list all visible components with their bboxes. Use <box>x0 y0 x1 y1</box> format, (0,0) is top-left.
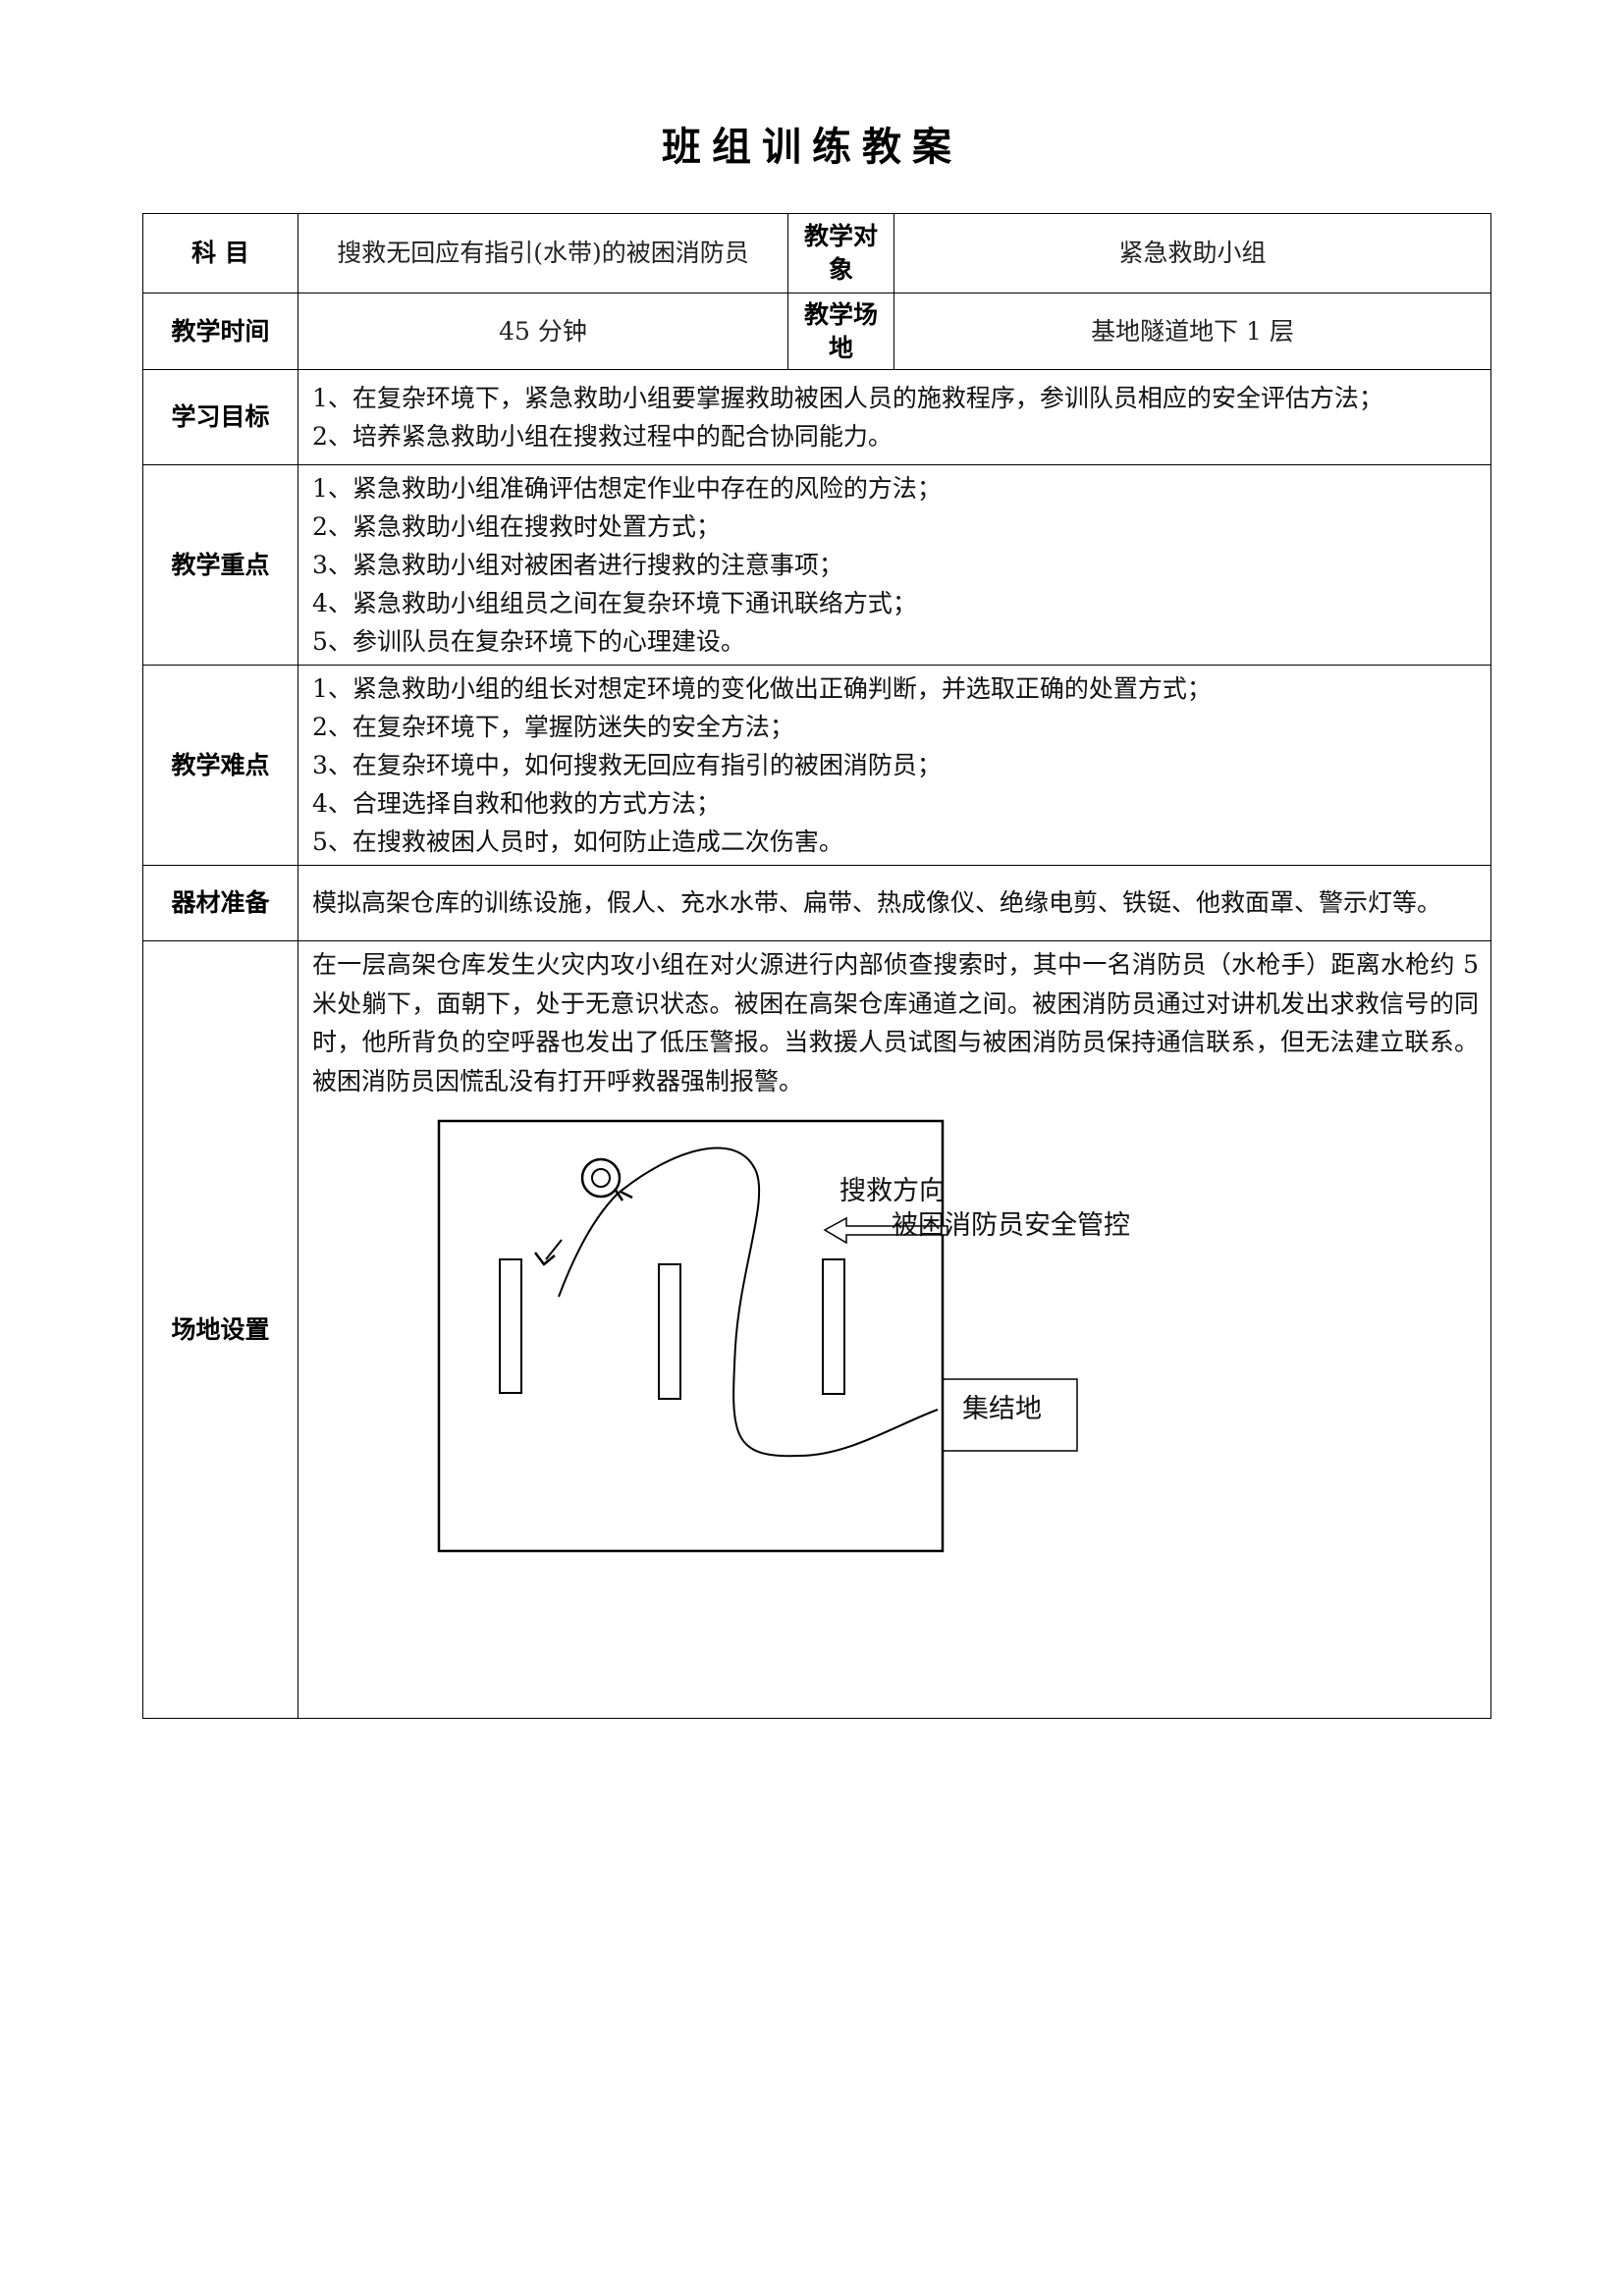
difficulties-label: 教学难点 <box>142 665 298 866</box>
target-label: 教学对象 <box>787 213 894 294</box>
key-point-item: 1、紧急救助小组准确评估想定作业中存在的风险的方法； <box>312 474 942 503</box>
row-subject: 科 目 搜救无回应有指引(水带)的被困消防员 教学对象 紧急救助小组 <box>142 213 1491 294</box>
difficulty-item: 4、合理选择自救和他救的方式方法； <box>312 789 721 818</box>
subject-label: 科 目 <box>142 213 298 294</box>
difficulty-item: 2、在复杂环境下，掌握防迷失的安全方法； <box>312 713 794 741</box>
equipment-content: 模拟高架仓库的训练设施，假人、充水水带、扁带、热成像仪、绝缘电剪、铁铤、他救面罩… <box>298 865 1491 941</box>
nozzle-arrow-icon <box>534 1239 563 1266</box>
difficulty-item: 1、紧急救助小组的组长对想定环境的变化做出正确判断，并选取正确的处置方式； <box>312 674 1212 703</box>
objectives-content: 1、在复杂环境下，紧急救助小组要掌握救助被困人员的施救程序，参训队员相应的安全评… <box>298 369 1491 465</box>
warehouse-outline <box>437 1119 945 1553</box>
key-point-item: 2、紧急救助小组在搜救时处置方式； <box>312 512 721 541</box>
trapped-firefighter-icon <box>580 1157 633 1201</box>
difficulties-content: 1、紧急救助小组的组长对想定环境的变化做出正确判断，并选取正确的处置方式； 2、… <box>298 665 1491 866</box>
place-value: 基地隧道地下 1 层 <box>893 293 1491 370</box>
key-points-label: 教学重点 <box>142 464 298 666</box>
row-time: 教学时间 45 分钟 教学场地 基地隧道地下 1 层 <box>142 293 1491 370</box>
site-text: 在一层高架仓库发生火灾内攻小组在对火源进行内部侦查搜索时，其中一名消防员（水枪手… <box>312 950 1479 1095</box>
time-value: 45 分钟 <box>298 293 788 370</box>
site-content: 在一层高架仓库发生火灾内攻小组在对火源进行内部侦查搜索时，其中一名消防员（水枪手… <box>298 940 1491 1719</box>
difficulty-item: 5、在搜救被困人员时，如何防止造成二次伤害。 <box>312 828 843 856</box>
objective-item: 2、培养紧急救助小组在搜救过程中的配合协同能力。 <box>312 422 893 451</box>
time-label: 教学时间 <box>142 293 298 370</box>
storage-rack <box>499 1258 522 1394</box>
key-point-item: 5、参训队员在复杂环境下的心理建设。 <box>312 627 745 656</box>
row-equipment: 器材准备 模拟高架仓库的训练设施，假人、充水水带、扁带、热成像仪、绝缘电剪、铁铤… <box>142 865 1491 941</box>
assembly-area-label: 集结地 <box>962 1394 1042 1424</box>
site-label: 场地设置 <box>142 940 298 1719</box>
page-title: 班组训练教案 <box>662 125 962 170</box>
storage-rack <box>658 1263 681 1400</box>
subject-value: 搜救无回应有指引(水带)的被困消防员 <box>298 213 788 294</box>
row-site: 场地设置 在一层高架仓库发生火灾内攻小组在对火源进行内部侦查搜索时，其中一名消防… <box>142 940 1491 1719</box>
row-key-points: 教学重点 1、紧急救助小组准确评估想定作业中存在的风险的方法； 2、紧急救助小组… <box>142 464 1491 666</box>
site-diagram: 搜救方向 被困消防员安全管控 集结地 <box>298 1091 1490 1714</box>
key-points-content: 1、紧急救助小组准确评估想定作业中存在的风险的方法； 2、紧急救助小组在搜救时处… <box>298 464 1491 666</box>
target-value: 紧急救助小组 <box>893 213 1491 294</box>
search-direction-label: 搜救方向 <box>839 1176 946 1206</box>
key-point-item: 4、紧急救助小组组员之间在复杂环境下通讯联络方式； <box>312 589 917 617</box>
objectives-label: 学习目标 <box>142 369 298 465</box>
equipment-label: 器材准备 <box>142 865 298 941</box>
storage-rack <box>822 1258 845 1395</box>
difficulty-item: 3、在复杂环境中，如何搜救无回应有指引的被困消防员； <box>312 751 942 779</box>
site-layout-drawing <box>437 1119 1078 1553</box>
key-point-item: 3、紧急救助小组对被困者进行搜救的注意事项； <box>312 551 843 579</box>
equipment-text: 模拟高架仓库的训练设施，假人、充水水带、扁带、热成像仪、绝缘电剪、铁铤、他救面罩… <box>312 888 1442 917</box>
place-label: 教学场地 <box>787 293 894 370</box>
objective-item: 1、在复杂环境下，紧急救助小组要掌握救助被困人员的施救程序，参训队员相应的安全评… <box>312 384 1383 412</box>
row-objectives: 学习目标 1、在复杂环境下，紧急救助小组要掌握救助被困人员的施救程序，参训队员相… <box>142 369 1491 465</box>
search-direction-arrow-icon <box>823 1216 948 1245</box>
assembly-area-box <box>942 1378 1078 1452</box>
row-difficulties: 教学难点 1、紧急救助小组的组长对想定环境的变化做出正确判断，并选取正确的处置方… <box>142 665 1491 866</box>
trapped-firefighter-label: 被困消防员安全管控 <box>892 1210 1130 1241</box>
hose-line <box>558 1147 939 1458</box>
lesson-plan-table: 科 目 搜救无回应有指引(水带)的被困消防员 教学对象 紧急救助小组 教学时间 … <box>142 213 1491 1719</box>
